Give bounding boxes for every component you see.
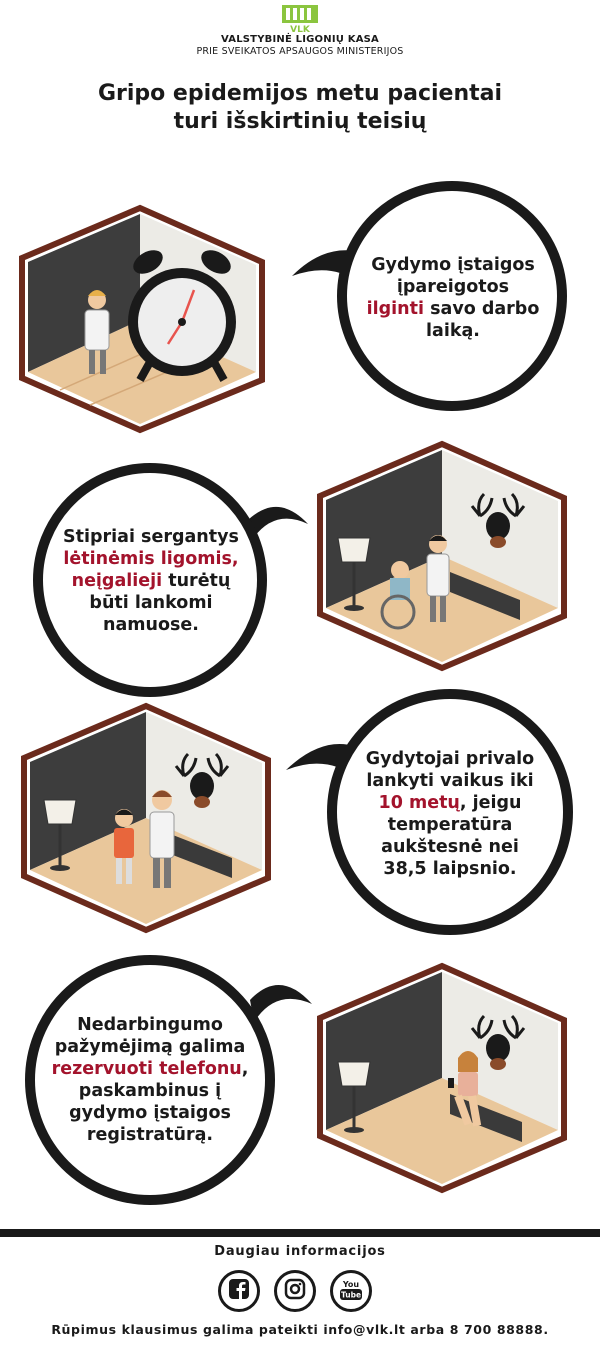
bubble-line: 10 metų, jeigu <box>344 792 556 814</box>
bubble-line: Nedarbingumo <box>44 1014 256 1036</box>
bubble-text-segment: savo darbo <box>424 299 540 319</box>
room-scene-clock <box>19 204 265 434</box>
bubble-text-segment: aukštesnė nei <box>381 837 519 857</box>
bubble-line: įpareigotos <box>362 276 544 298</box>
bubble-line: temperatūra <box>344 814 556 836</box>
logo-text: VLK <box>290 25 311 33</box>
speech-bubble-2 <box>33 463 308 697</box>
more-info-label: Daugiau informacijos <box>214 1244 386 1259</box>
alarm-clock-icon <box>128 250 236 382</box>
highlighted-text: 10 metų <box>378 793 460 813</box>
bubble-line: pažymėjimą galima <box>44 1036 256 1058</box>
bubble-line: Gydytojai privalo <box>344 748 556 770</box>
room-scene-phone <box>317 962 567 1194</box>
bubble-line: aukštesnė nei <box>344 836 556 858</box>
footer-divider <box>0 1229 600 1237</box>
contact-info: Rūpimus klausimus galima pateikti info@v… <box>51 1322 549 1337</box>
room-scene-child <box>21 702 271 934</box>
bubble-line: namuose. <box>48 614 254 636</box>
bubble-text-segment: Gydymo įstaigos <box>371 255 535 275</box>
bubble-text-segment: , jeigu <box>459 793 522 813</box>
speech-bubble-1 <box>292 181 567 411</box>
bubble-line: lėtinėmis ligomis, <box>48 548 254 570</box>
instagram-button[interactable] <box>274 1270 316 1312</box>
org-subtitle: PRIE SVEIKATOS APSAUGOS MINISTERIJOS <box>196 46 404 57</box>
org-name: VALSTYBINĖ LIGONIŲ KASA <box>221 34 379 45</box>
highlighted-text: ilginti <box>366 299 424 319</box>
instagram-icon <box>284 1278 306 1304</box>
bubble-text-segment: būti lankomi <box>89 593 213 613</box>
bubble-text-segment: , <box>241 1059 249 1079</box>
bubble-line: rezervuoti telefonu, <box>44 1058 256 1080</box>
bubble-text-segment: pažymėjimą galima <box>54 1037 246 1057</box>
room-scene-wheelchair <box>317 440 567 672</box>
bubble-line: laiką. <box>362 320 544 342</box>
bubble-text-segment: laiką. <box>426 321 480 341</box>
highlighted-text: lėtinėmis ligomis, <box>63 549 239 569</box>
bubble-line: lankyti vaikus iki <box>344 770 556 792</box>
bubble-text-segment: turėtų <box>162 571 231 591</box>
title-line-2: turi išskirtinių teisių <box>173 109 427 134</box>
bubble-line: 38,5 laipsnio. <box>344 858 556 880</box>
page-title: Gripo epidemijos metu pacientai turi išs… <box>40 80 560 136</box>
youtube-button[interactable]: You Tube <box>330 1270 372 1312</box>
bubble-text-segment: Gydytojai privalo <box>365 749 535 769</box>
bubble-text-segment: paskambinus į <box>78 1081 222 1101</box>
youtube-bottom-text: Tube <box>341 1291 361 1300</box>
bubble-text-segment: Nedarbingumo <box>77 1015 223 1035</box>
highlighted-text: neįgalieji <box>71 571 163 591</box>
speech-bubble-4 <box>25 955 312 1205</box>
bubble-line: Stipriai sergantys <box>48 526 254 548</box>
title-line-1: Gripo epidemijos metu pacientai <box>97 81 503 106</box>
illustrations <box>19 181 573 1205</box>
youtube-top-text: You <box>342 1280 360 1289</box>
facebook-button[interactable] <box>218 1270 260 1312</box>
bubble-text-segment: Stipriai sergantys <box>63 527 239 547</box>
bubble-line: Gydymo įstaigos <box>362 254 544 276</box>
speech-bubble-3 <box>286 689 573 935</box>
bubble-text-segment: 38,5 laipsnio. <box>383 859 517 879</box>
bubble-text-segment: namuose. <box>103 615 199 635</box>
bubble-line: neįgalieji turėtų <box>48 570 254 592</box>
highlighted-text: rezervuoti telefonu <box>51 1059 242 1079</box>
bubble-text-segment: gydymo įstaigos <box>69 1103 231 1123</box>
bubble-text-segment: registratūrą. <box>86 1125 214 1145</box>
bubble-line: gydymo įstaigos <box>44 1102 256 1124</box>
bubble-text-segment: temperatūra <box>387 815 513 835</box>
bubble-line: paskambinus į <box>44 1080 256 1102</box>
bubble-text-segment: lankyti vaikus iki <box>366 771 534 791</box>
bubble-text-segment: įpareigotos <box>396 277 510 297</box>
facebook-icon <box>228 1278 250 1304</box>
youtube-icon: You Tube <box>338 1276 364 1306</box>
bubble-line: ilginti savo darbo <box>362 298 544 320</box>
bubble-line: registratūrą. <box>44 1124 256 1146</box>
bubble-line: būti lankomi <box>48 592 254 614</box>
doctor-figure <box>84 290 110 374</box>
vlk-logo: VLK <box>280 3 320 35</box>
